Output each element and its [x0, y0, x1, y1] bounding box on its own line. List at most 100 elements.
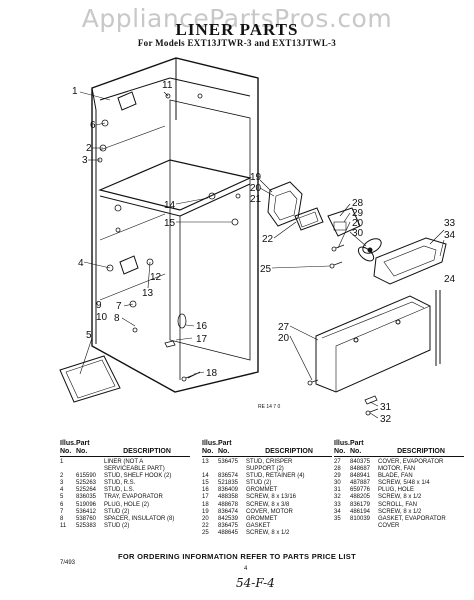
part-no-cell: 486194 — [350, 508, 371, 515]
illus-no-cell: 1 — [60, 459, 64, 465]
table-row: 22 836475 GASKET — [202, 523, 332, 530]
description-cell: TRAY, EVAPORATOR — [104, 494, 163, 501]
part-no-cell — [76, 466, 104, 473]
callout-19: 19 — [250, 172, 262, 183]
table-row: 2 615590 STUD, SHELF HOOK (2) — [60, 473, 190, 480]
table-row: SUPPORT (2) — [202, 466, 332, 473]
description-cell: SCREW, 8 x 3/8 — [246, 501, 290, 508]
callout-28: 28 — [352, 198, 364, 209]
callout-30: 30 — [352, 228, 364, 239]
callout-21: 21 — [250, 194, 262, 205]
illus-no-cell: 32 — [334, 494, 341, 501]
illus-no-cell — [202, 466, 218, 473]
evaporator-tray — [59, 355, 121, 403]
gasket — [294, 207, 324, 231]
callout-8: 8 — [114, 313, 120, 324]
motor-cover — [267, 181, 303, 227]
description-cell: COVER, EVAPORATOR — [378, 459, 444, 465]
description-cell: SCREW, 8 x 13/16 — [246, 494, 297, 501]
illus-no-cell: 31 — [334, 487, 341, 494]
illus-no-cell: 13 — [202, 459, 209, 465]
description-cell: MOTOR, FAN — [378, 466, 416, 473]
illus-no-cell: 20 — [202, 515, 209, 522]
description-cell: STUD, SHELF HOOK (2) — [104, 473, 172, 480]
illus-no-cell: 8 — [60, 515, 64, 522]
illus-no-cell: 16 — [202, 487, 209, 494]
description-cell: SCROLL, FAN — [378, 501, 418, 508]
part-no-cell: 615590 — [76, 473, 97, 480]
part-no-cell: 525383 — [76, 522, 97, 529]
part-no-cell: 848687 — [350, 466, 371, 473]
table-row: 1 LINER (NOT A — [60, 459, 190, 466]
callout-31: 31 — [380, 402, 392, 413]
illus-no-cell: 3 — [60, 480, 64, 487]
callout-25: 25 — [260, 264, 272, 275]
part-no-cell — [76, 459, 104, 466]
callout-13: 13 — [142, 288, 154, 299]
callout-18: 18 — [206, 368, 218, 379]
description-cell: STUD (2) — [104, 522, 130, 529]
callout-16: 16 — [196, 321, 208, 332]
callout-20b: 20 — [352, 218, 364, 229]
part-no-cell: 836475 — [218, 522, 239, 529]
page-title: LINER PARTS — [175, 20, 299, 39]
callout-11: 11 — [162, 80, 173, 91]
part-no-cell: 536475 — [218, 459, 239, 465]
description-cell: SUPPORT (2) — [246, 466, 284, 473]
illus-no-cell: 7 — [60, 508, 64, 515]
description-cell: SCREW, 8 x 1/2 — [246, 529, 290, 536]
fan-blade — [357, 238, 382, 262]
illus-no-cell: 22 — [202, 522, 209, 529]
illus-no-cell: 34 — [334, 508, 341, 515]
part-no-cell: 525264 — [76, 487, 97, 494]
illus-no-cell: 27 — [334, 459, 341, 465]
part-no-cell — [218, 466, 246, 473]
description-cell: STUD (2) — [104, 508, 130, 515]
description-cell: GASKET, EVAPORATOR — [378, 515, 446, 522]
part-no-cell: 538760 — [76, 515, 97, 522]
liner-studs — [97, 93, 241, 379]
callout-7: 7 — [116, 301, 122, 312]
description-cell: LINER (NOT A — [104, 459, 144, 465]
handwritten-note: 54-F-4 — [236, 576, 275, 590]
table-row: 16 836409 GROMMET — [202, 487, 332, 494]
description-cell: SCREW, 8 x 1/2 — [378, 494, 422, 501]
evaporator-gasket-strip — [435, 290, 441, 366]
callout-14: 14 — [164, 200, 176, 211]
callout-1: 1 — [72, 86, 78, 97]
ordering-footnote: FOR ORDERING INFORMATION REFER TO PARTS … — [118, 552, 356, 561]
description-cell: PLUG, HOLE (2) — [104, 501, 150, 508]
description-cell: SCREW, 5/48 x 1/4 — [378, 480, 430, 487]
part-no-cell: 848941 — [350, 473, 371, 480]
callout-3: 3 — [82, 155, 88, 166]
callout-6: 6 — [90, 120, 96, 131]
illus-no-cell: 2 — [60, 473, 64, 480]
page-number: 4 — [244, 566, 248, 572]
illus-no-cell — [60, 466, 76, 473]
part-no-cell: 487887 — [350, 480, 371, 487]
part-no-cell: 836179 — [350, 501, 371, 508]
illus-no-cell: 18 — [202, 501, 209, 508]
fan-motor — [327, 207, 361, 237]
description-cell: GASKET — [246, 522, 271, 529]
part-no-cell: 836409 — [218, 487, 239, 494]
callout-15: 15 — [164, 218, 176, 229]
callout-24: 24 — [444, 274, 456, 285]
illus-no-cell: 35 — [334, 515, 341, 522]
description-cell: GROMMET — [246, 487, 278, 494]
table-row: SERVICEABLE PART) — [60, 466, 190, 473]
